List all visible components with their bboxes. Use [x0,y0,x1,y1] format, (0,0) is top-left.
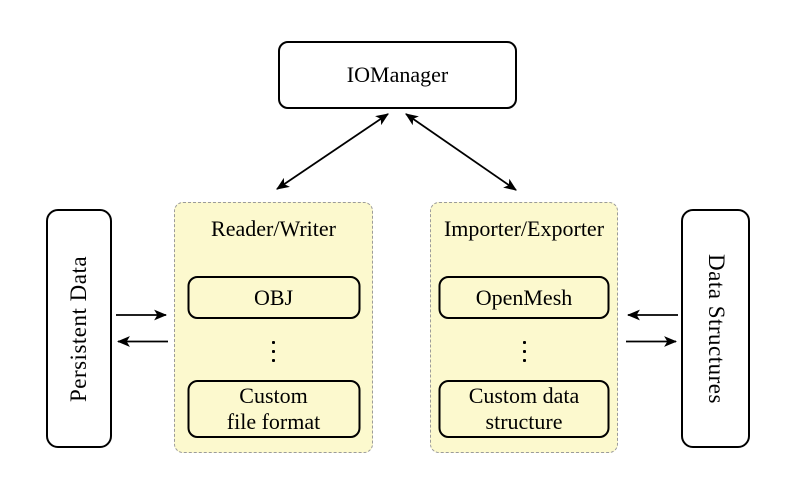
obj-label: OBJ [253,284,294,310]
importer-exporter-panel: Importer/Exporter OpenMesh Custom data s… [430,202,618,453]
reader-writer-panel-title: Reader/Writer [211,216,336,241]
vertical-ellipsis-icon [431,336,617,366]
persistent-data-node: Persistent Data [46,209,112,448]
data-structures-label: Data Structures [703,253,729,404]
openmesh-node: OpenMesh [438,276,610,319]
importer-exporter-panel-title: Importer/Exporter [443,216,605,241]
iomanager-node: IOManager [278,41,517,109]
custom-file-format-line2: file format [226,409,321,434]
arrow-iomanager-reader-writer [276,113,389,190]
reader-writer-panel: Reader/Writer OBJ Custom file format [174,202,373,453]
vertical-ellipsis-icon [175,336,372,366]
custom-data-structure-line2: structure [485,409,563,434]
custom-file-format-line1: Custom [239,383,308,409]
obj-node: OBJ [187,276,360,319]
openmesh-label: OpenMesh [475,284,573,310]
iomanager-label: IOManager [346,62,449,87]
custom-file-format-node: Custom file format [187,380,360,438]
custom-data-structure-line1: Custom data [468,383,580,409]
data-structures-node: Data Structures [681,209,750,448]
persistent-data-label: Persistent Data [66,255,92,402]
custom-data-structure-node: Custom data structure [438,380,610,438]
arrow-iomanager-importer-exporter [405,113,517,191]
